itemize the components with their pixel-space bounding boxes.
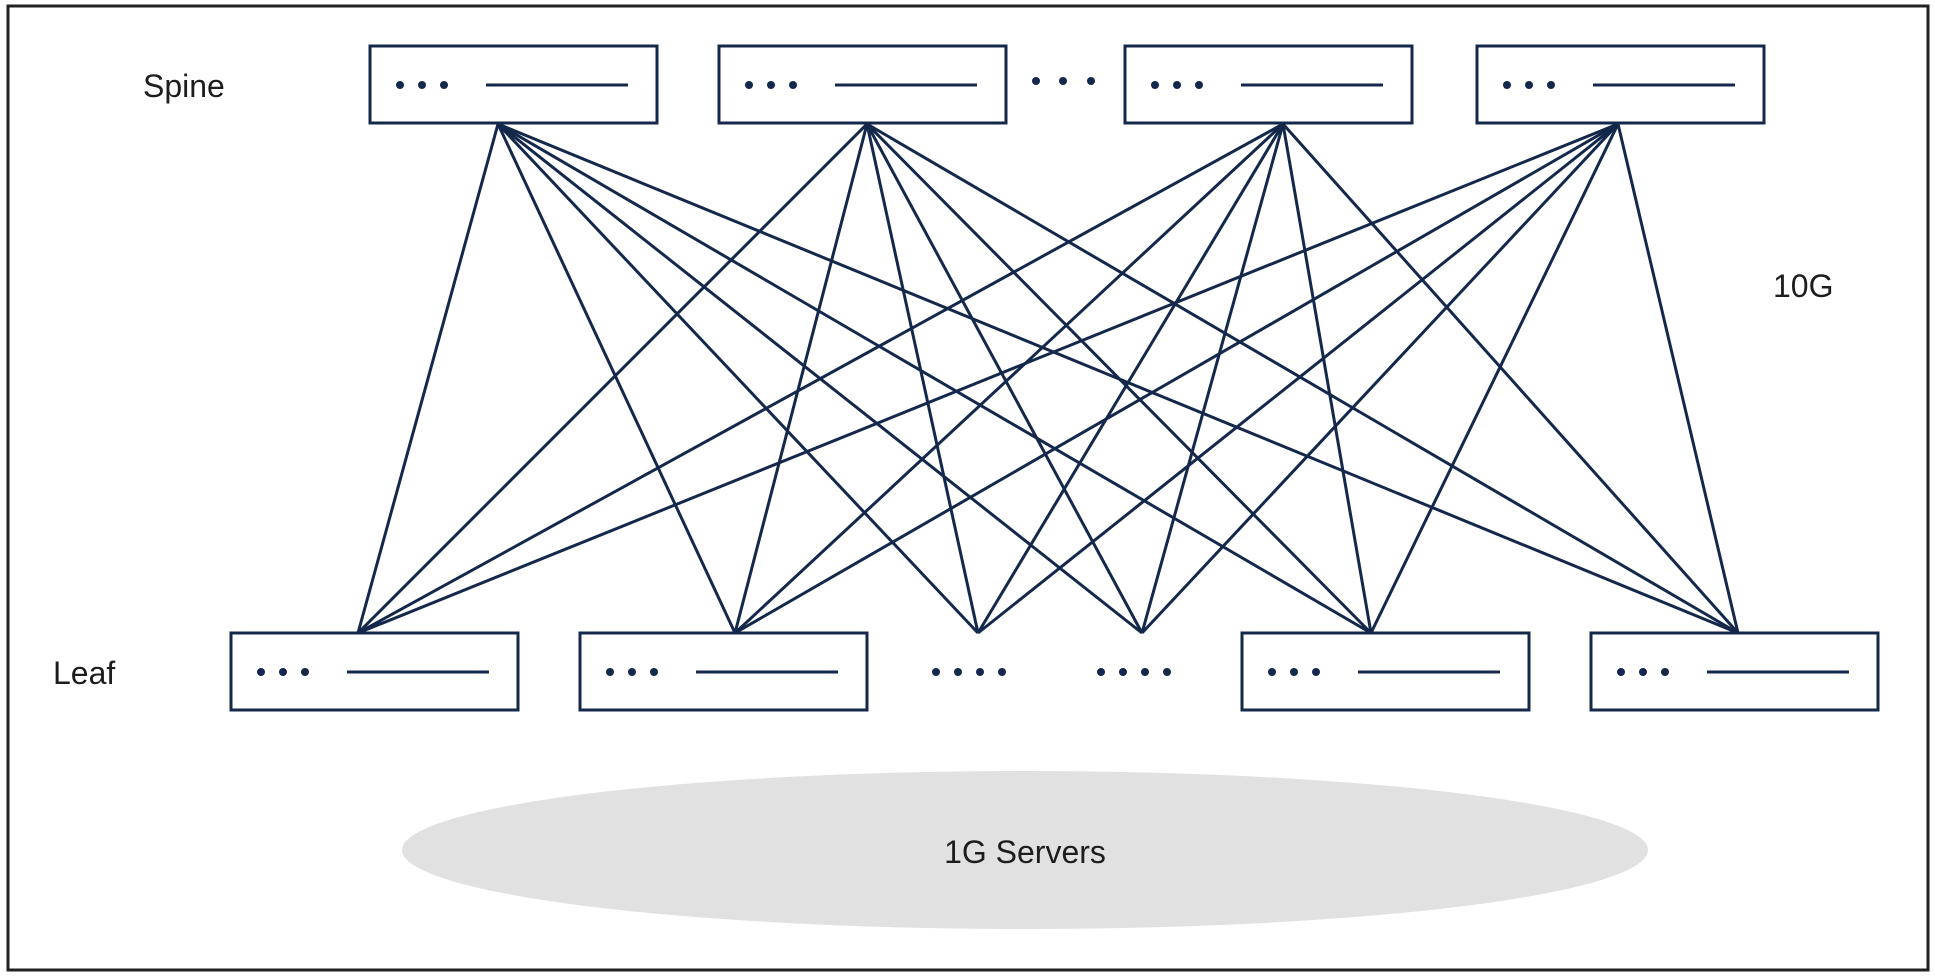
leaf-switch bbox=[1589, 631, 1880, 712]
spine-leaf-link bbox=[1616, 123, 1740, 634]
spine-leaf-link bbox=[865, 123, 1144, 634]
spine-leaf-link bbox=[1140, 123, 1285, 634]
spine-leaf-link bbox=[733, 123, 869, 634]
spine-leaf-link bbox=[1140, 122, 1620, 635]
spine-leaf-link bbox=[1281, 123, 1740, 634]
spine-leaf-link bbox=[865, 123, 980, 634]
spine-leaf-link bbox=[356, 123, 500, 634]
spine-leaf-link bbox=[734, 122, 1619, 635]
spine-leaf-link bbox=[496, 123, 737, 634]
spine-ellipsis bbox=[1032, 77, 1095, 85]
leaf-switch bbox=[229, 631, 520, 712]
spine-switch bbox=[1123, 44, 1414, 125]
spine-leaf-link bbox=[977, 122, 1619, 635]
spine-leaf-link bbox=[357, 122, 1619, 635]
spine-leaf-link bbox=[976, 123, 1285, 634]
spine-leaf-link bbox=[356, 122, 869, 635]
spine-leaf-link bbox=[733, 122, 1285, 635]
servers-ellipse bbox=[402, 771, 1648, 929]
leaf-ellipsis-left bbox=[932, 668, 1006, 676]
spine-leaf-link bbox=[866, 122, 1739, 635]
servers-label: 1G Servers bbox=[944, 834, 1106, 870]
links-group bbox=[356, 122, 1740, 635]
leaf-ellipsis-right bbox=[1097, 668, 1171, 676]
uplink-speed-label: 10G bbox=[1773, 268, 1833, 304]
spine-label: Spine bbox=[143, 68, 225, 104]
spine-switch bbox=[368, 44, 659, 125]
spine-leaf-link bbox=[865, 122, 1373, 635]
spine-leaf-link bbox=[496, 122, 980, 635]
leaf-switch bbox=[578, 631, 869, 712]
spine-leaf-link bbox=[1281, 123, 1373, 634]
spine-leaf-link bbox=[1369, 123, 1620, 634]
spine-switch bbox=[717, 44, 1008, 125]
spine-leaf-link bbox=[497, 122, 1372, 635]
spine-leaf-link bbox=[357, 122, 1284, 635]
leaf-label: Leaf bbox=[53, 655, 115, 691]
leaf-switch bbox=[1240, 631, 1531, 712]
spine-switch bbox=[1475, 44, 1766, 125]
